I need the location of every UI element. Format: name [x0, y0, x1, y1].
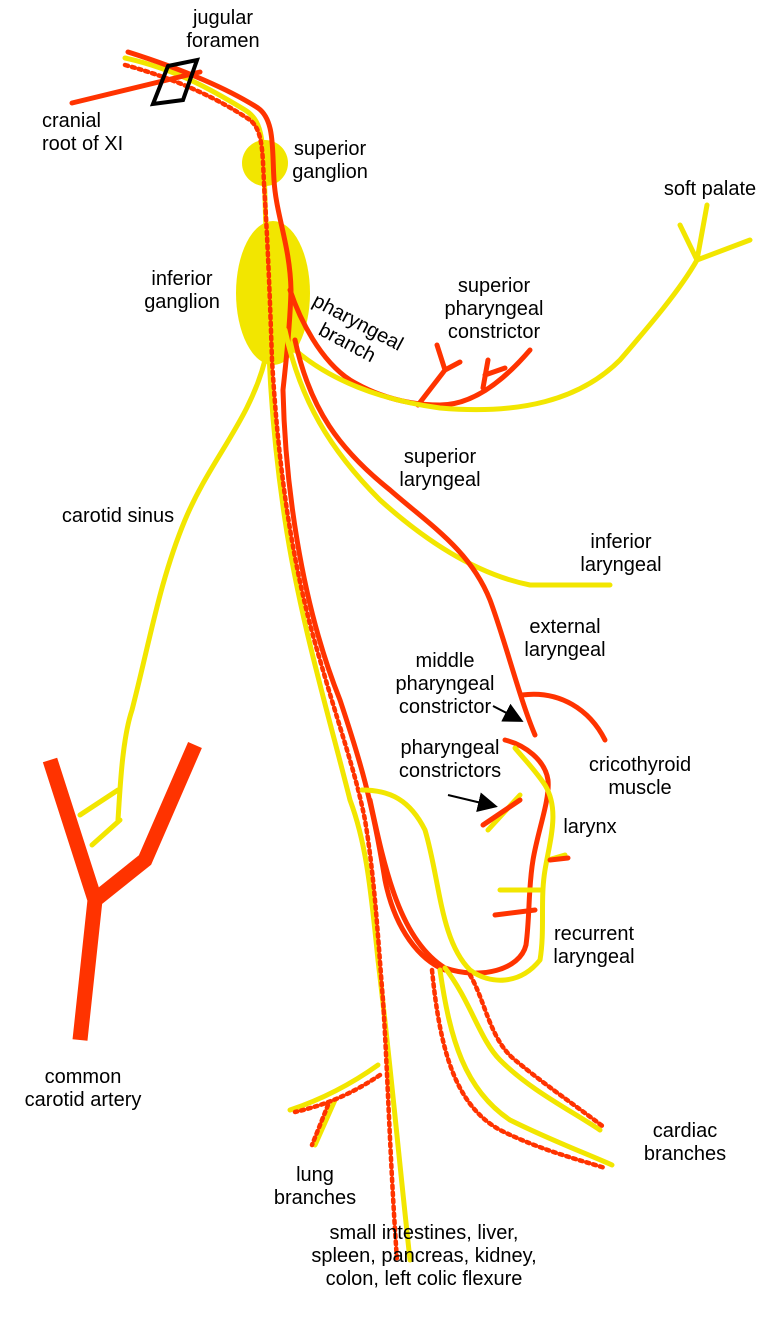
label-line: cricothyroid [589, 754, 691, 776]
label-line: jugular [192, 7, 253, 29]
label-line: root of XI [42, 133, 123, 155]
label-soft-palate: soft palate [664, 178, 756, 200]
label-line: superior [458, 275, 531, 297]
lung-branch-dotted [295, 1075, 380, 1145]
label-line: inferior [151, 268, 212, 290]
label-line: ganglion [292, 161, 368, 183]
label-line: middle [416, 650, 475, 672]
label-line: external [529, 616, 600, 638]
lung-branch-yellow [290, 1065, 378, 1145]
middle-constrictor-arrow [493, 706, 520, 720]
label-line: constrictors [399, 760, 501, 782]
label-line: colon, left colic flexure [326, 1268, 523, 1290]
label-line: branches [274, 1187, 356, 1209]
label-line: carotid artery [25, 1089, 142, 1111]
label-line: laryngeal [580, 554, 661, 576]
label-line: pharyngeal [445, 298, 544, 320]
soft-palate-twigs [680, 205, 750, 260]
label-abdominal-organs-text: small intestines, liver,spleen, pancreas… [311, 1222, 536, 1290]
label-line: ganglion [144, 291, 220, 313]
label-line: common [45, 1066, 122, 1088]
label-line: pharyngeal [396, 673, 495, 695]
label-larynx: larynx [563, 816, 616, 838]
label-line: cardiac [653, 1120, 717, 1142]
label-line: branches [644, 1143, 726, 1165]
label-line: muscle [608, 777, 671, 799]
label-line: recurrent [554, 923, 634, 945]
label-line: superior [404, 446, 477, 468]
carotid-sinus-nerve [80, 360, 265, 845]
label-line: carotid sinus [62, 505, 174, 527]
label-carotid-sinus-text: carotid sinus [62, 505, 174, 527]
label-line: constrictor [399, 696, 492, 718]
label-line: lung [296, 1164, 334, 1186]
label-line: inferior [590, 531, 651, 553]
label-carotid-sinus: carotid sinus [62, 505, 174, 527]
label-line: foramen [186, 30, 259, 52]
label-larynx-text: larynx [563, 816, 616, 838]
label-line: soft palate [664, 178, 756, 200]
label-line: small intestines, liver, [330, 1222, 519, 1244]
cardiac-branch-2-dotted [432, 970, 605, 1168]
sup-constrictor-twig-1 [418, 345, 460, 405]
label-line: constrictor [448, 321, 541, 343]
label-line: cranial [42, 110, 101, 132]
label-line: pharyngeal [401, 737, 500, 759]
label-soft-palate-text: soft palate [664, 178, 756, 200]
label-line: laryngeal [553, 946, 634, 968]
label-line: spleen, pancreas, kidney, [311, 1245, 536, 1267]
label-line: larynx [563, 816, 616, 838]
label-abdominal-organs: small intestines, liver,spleen, pancreas… [311, 1222, 536, 1290]
label-line: superior [294, 138, 367, 160]
constrictors-arrow [448, 795, 494, 806]
label-line: laryngeal [399, 469, 480, 491]
label-line: laryngeal [524, 639, 605, 661]
